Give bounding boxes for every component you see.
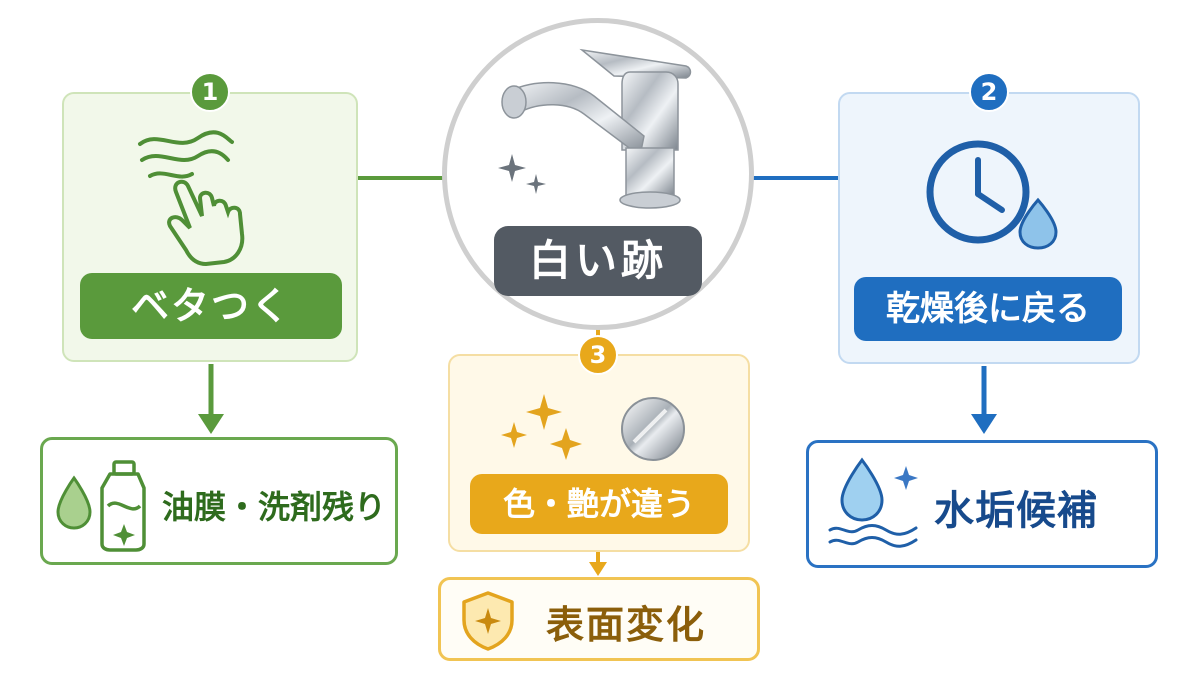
center-label: 白い跡: [494, 226, 702, 296]
branch-3-number-badge: 3: [578, 335, 618, 375]
water-drop-icon: [56, 475, 92, 530]
faucet-icon: [501, 48, 692, 209]
detergent-bottle-icon: [100, 460, 146, 552]
branch-2-label: 乾燥後に戻る: [854, 277, 1122, 341]
clock-icon: [926, 140, 1058, 250]
branch-1-label: ベタつく: [80, 273, 342, 339]
branch-1-result-box: [40, 437, 398, 565]
branch-3-label: 色・艶が違う: [470, 474, 728, 534]
branch-3-result: 表面変化: [546, 603, 707, 647]
shield-icon: [462, 591, 514, 651]
branch-2-result: 水垢候補: [934, 488, 1098, 534]
metal-disc-icon: [621, 397, 685, 461]
branch-1-number-badge: 1: [190, 72, 230, 112]
sparkle-icon: [498, 154, 546, 194]
branch-1-result: 油膜・洗剤残り: [162, 488, 387, 526]
branch-2-number-badge: 2: [969, 72, 1009, 112]
water-waves-icon: [828, 457, 918, 548]
swipe-hand-icon: [138, 130, 245, 267]
sparkle-icon: [501, 394, 582, 460]
